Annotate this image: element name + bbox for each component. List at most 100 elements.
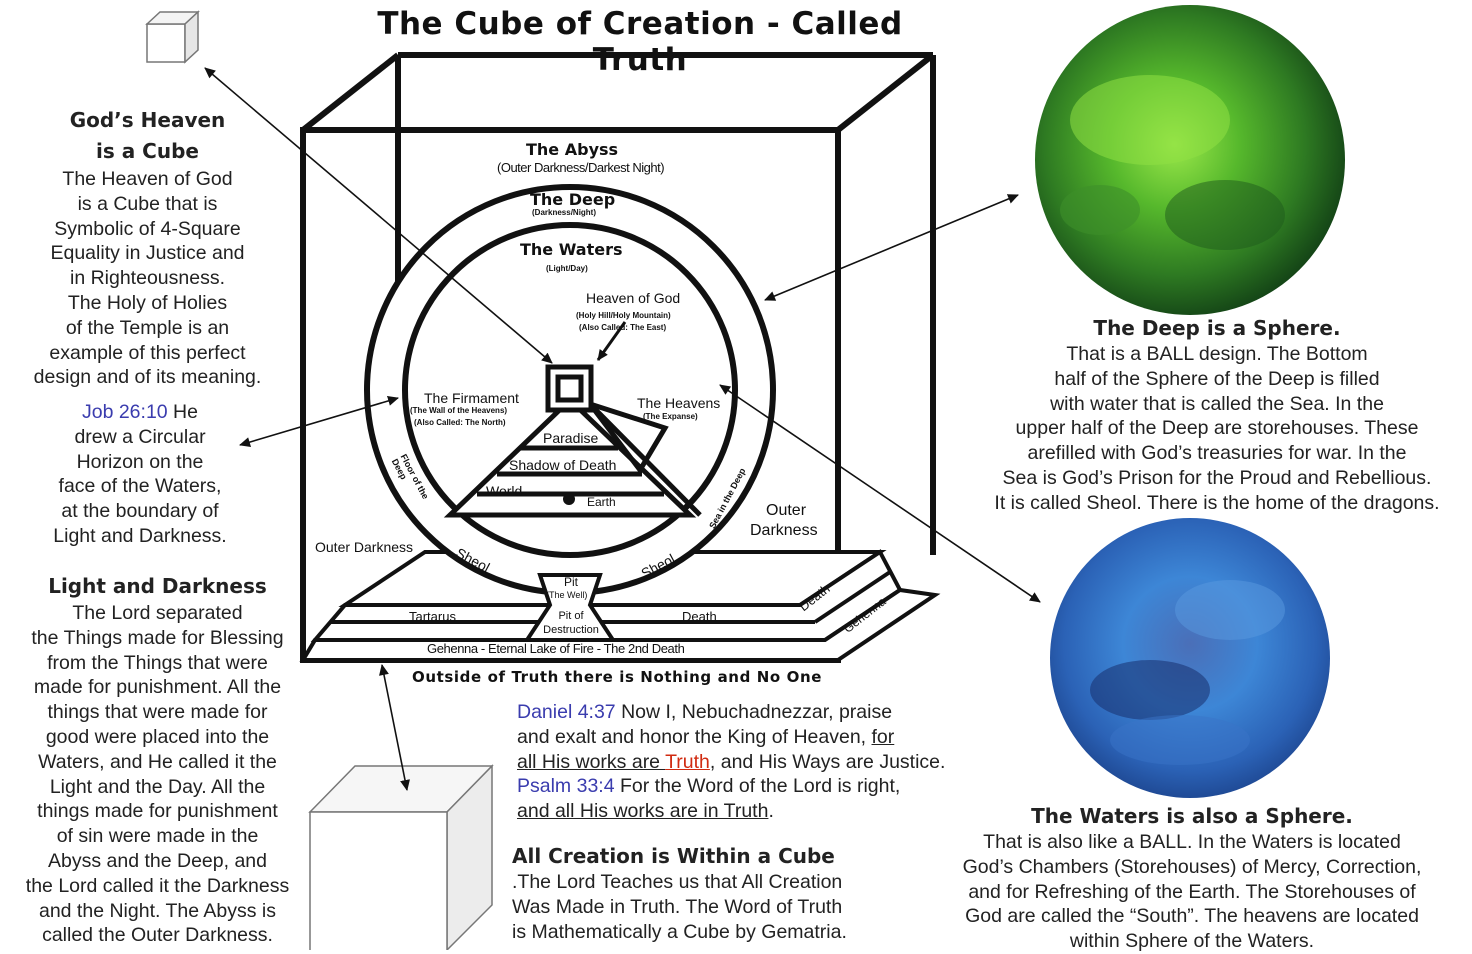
job-block: Job 26:10 He drew a Circular Horizon on …	[5, 400, 275, 549]
heavens-label: The Heavens	[637, 395, 720, 411]
light-darkness-line: good were placed into the	[5, 725, 310, 750]
waters-sphere-line: God are called the “South”. The heavens …	[922, 904, 1462, 929]
light-darkness-line: made for punishment. All the	[5, 675, 310, 700]
outer-darkness-left-label: Outer Darkness	[315, 539, 413, 555]
deep-sphere-line: Sea is God’s Prison for the Proud and Re…	[962, 466, 1472, 491]
death-label: Death	[682, 609, 717, 624]
gods-heaven-line: of the Temple is an	[10, 316, 285, 341]
deep-sphere-line: with water that is called the Sea. In th…	[962, 392, 1472, 417]
gods-heaven-line: The Heaven of God	[10, 167, 285, 192]
outer-darkness-right-label-1: Outer	[766, 502, 806, 520]
light-darkness-line: the Things made for Blessing	[5, 626, 310, 651]
all-creation-line: .The Lord Teaches us that All Creation	[512, 870, 847, 895]
gods-heaven-block: God’s Heaven is a Cube The Heaven of God…	[10, 105, 285, 390]
waters-sublabel: (Light/Day)	[546, 264, 588, 273]
tartarus-label: Tartarus	[409, 609, 456, 624]
deep-sphere-line: That is a BALL design. The Bottom	[962, 342, 1472, 367]
gods-heaven-line: design and of its meaning.	[10, 365, 285, 390]
scripture-quote: Daniel 4:37 Now I, Nebuchadnezzar, prais…	[517, 700, 945, 824]
deep-sphere-line: It is called Sheol. There is the home of…	[962, 491, 1472, 516]
psalm-text-end: .	[768, 800, 773, 822]
small-cube-icon	[147, 12, 198, 62]
world-label: World	[486, 483, 522, 499]
psalm-reference: Psalm 33:4	[517, 775, 615, 797]
page-title: The Cube of Creation - Called Truth	[330, 6, 950, 78]
deep-sphere-heading: The Deep is a Sphere.	[962, 314, 1472, 342]
waters-sphere-line: God’s Chambers (Storehouses) of Mercy, C…	[922, 855, 1462, 880]
job-reference: Job 26:10	[82, 401, 168, 423]
waters-sphere-line: within Sphere of the Waters.	[922, 929, 1462, 954]
gods-heaven-line: example of this perfect	[10, 341, 285, 366]
heaven-of-god-sub1: (Holy Hill/Holy Mountain)	[576, 311, 671, 320]
gods-heaven-line: Symbolic of 4-Square	[10, 217, 285, 242]
all-creation-heading: All Creation is Within a Cube	[512, 842, 847, 870]
job-line: at the boundary of	[5, 499, 275, 524]
light-darkness-heading: Light and Darkness	[5, 572, 310, 601]
waters-sphere-image	[1050, 518, 1330, 798]
waters-sphere-block: The Waters is also a Sphere. That is als…	[922, 803, 1462, 954]
gods-heaven-line: in Righteousness.	[10, 266, 285, 291]
large-cube-icon	[310, 766, 492, 950]
light-darkness-line: things that were made for	[5, 700, 310, 725]
light-darkness-line: of sin were made in the	[5, 824, 310, 849]
light-darkness-line: The Lord separated	[5, 601, 310, 626]
deep-sphere-line: half of the Sphere of the Deep is filled	[962, 367, 1472, 392]
waters-sphere-heading: The Waters is also a Sphere.	[922, 803, 1462, 830]
daniel-truth-word: Truth	[665, 751, 710, 773]
gods-heaven-heading-1: God’s Heaven	[10, 105, 285, 136]
light-darkness-line: things made for punishment	[5, 799, 310, 824]
gods-heaven-line: Equality in Justice and	[10, 241, 285, 266]
deep-sphere-block: The Deep is a Sphere. That is a BALL des…	[962, 314, 1472, 516]
gehenna-bottom-label: Gehenna - Eternal Lake of Fire - The 2nd…	[427, 641, 684, 656]
job-line: Light and Darkness.	[5, 524, 275, 549]
daniel-text-4: , and His Ways are Justice.	[710, 751, 946, 773]
light-darkness-line: and the Night. The Abyss is	[5, 899, 310, 924]
job-line: face of the Waters,	[5, 474, 275, 499]
pit-destruction-label: Pit of Destruction	[538, 609, 604, 637]
waters-label: The Waters	[520, 240, 623, 259]
gods-heaven-line: The Holy of Holies	[10, 291, 285, 316]
light-darkness-line: called the Outer Darkness.	[5, 923, 310, 948]
gods-heaven-line: is a Cube that is	[10, 192, 285, 217]
heaven-of-god-cube	[548, 367, 591, 410]
firmament-sub1: (The Wall of the Heavens)	[410, 406, 507, 415]
light-darkness-line: Abyss and the Deep, and	[5, 849, 310, 874]
earth-dot	[563, 493, 575, 505]
pit-label: Pit	[564, 575, 578, 589]
daniel-text-3: all His works are	[517, 751, 665, 773]
waters-sphere-line: That is also like a BALL. In the Waters …	[922, 830, 1462, 855]
job-first: He	[168, 401, 198, 423]
psalm-text-1: For the Word of the Lord is right,	[615, 775, 901, 797]
daniel-reference: Daniel 4:37	[517, 701, 616, 723]
pit-sublabel: (The Well)	[546, 590, 587, 600]
firmament-sub2: (Also Called: The North)	[414, 418, 506, 427]
heaven-of-god-sub2: (Also Called: The East)	[579, 323, 666, 332]
heavens-sublabel: (The Expanse)	[643, 412, 698, 421]
light-darkness-line: the Lord called it the Darkness	[5, 874, 310, 899]
deep-sphere-image	[1035, 5, 1345, 315]
gods-heaven-heading-2: is a Cube	[10, 136, 285, 167]
earth-label: Earth	[587, 495, 616, 509]
heaven-of-god-label: Heaven of God	[586, 290, 680, 306]
light-darkness-line: Waters, and He called it the	[5, 750, 310, 775]
paradise-label: Paradise	[543, 430, 598, 446]
daniel-text-2: and exalt and honor the King of Heaven,	[517, 726, 872, 748]
daniel-text-1: Now I, Nebuchadnezzar, praise	[616, 701, 892, 723]
deep-sphere-line: arefilled with God’s treasuries for war.…	[962, 441, 1472, 466]
light-darkness-line: Light and the Day. All the	[5, 775, 310, 800]
outside-of-truth-label: Outside of Truth there is Nothing and No…	[412, 668, 822, 686]
all-creation-block: All Creation is Within a Cube .The Lord …	[512, 842, 847, 944]
outer-darkness-right-label-2: Darkness	[750, 522, 818, 540]
light-darkness-block: Light and Darkness The Lord separated th…	[5, 572, 310, 948]
light-darkness-line: from the Things that were	[5, 651, 310, 676]
waters-sphere-line: and for Refreshing of the Earth. The Sto…	[922, 880, 1462, 905]
firmament-label: The Firmament	[424, 390, 519, 406]
job-line: drew a Circular	[5, 425, 275, 450]
psalm-text-2: and all His works are in Truth	[517, 800, 768, 822]
shadow-of-death-label: Shadow of Death	[509, 457, 616, 473]
abyss-label: The Abyss	[526, 140, 618, 159]
daniel-text-for: for	[872, 726, 895, 748]
deep-sphere-line: upper half of the Deep are storehouses. …	[962, 416, 1472, 441]
all-creation-line: Was Made in Truth. The Word of Truth	[512, 895, 847, 920]
deep-label: The Deep	[530, 190, 615, 209]
